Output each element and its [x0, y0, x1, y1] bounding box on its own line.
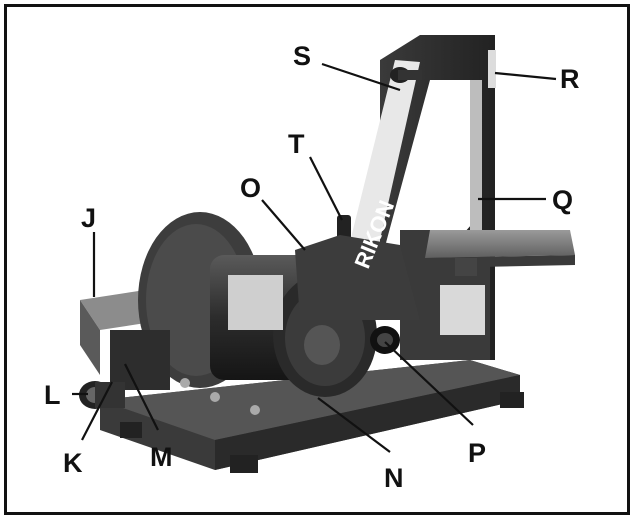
callout-O: O [240, 173, 261, 203]
callout-S: S [293, 41, 311, 71]
leader-R [494, 71, 557, 81]
arm-label-plate [440, 285, 485, 335]
callout-P: P [468, 438, 486, 468]
motor-label-plate [228, 275, 283, 330]
belt-housing [295, 235, 420, 320]
tracking-knob [390, 67, 422, 83]
work-table [425, 230, 575, 276]
rear-dust-port [370, 326, 400, 354]
leader-O [261, 199, 306, 251]
dust-port [79, 381, 125, 409]
callout-N: N [384, 463, 404, 493]
leader-K [81, 381, 113, 441]
callout-R: R [560, 64, 580, 94]
callout-Q: Q [552, 185, 573, 215]
belt-arm [348, 35, 496, 360]
base-bolts [180, 378, 260, 415]
belt-rear [470, 80, 482, 260]
callout-L: L [44, 380, 61, 410]
callout-M: M [150, 442, 173, 472]
leader-P [384, 341, 474, 426]
callout-T: T [288, 129, 305, 159]
leader-S [321, 62, 401, 92]
leader-N [317, 397, 391, 453]
abrasive-belt [348, 60, 420, 262]
leader-M [124, 363, 159, 431]
leader-T [309, 156, 343, 221]
callout-K: K [63, 448, 83, 478]
callout-J: J [81, 203, 96, 233]
